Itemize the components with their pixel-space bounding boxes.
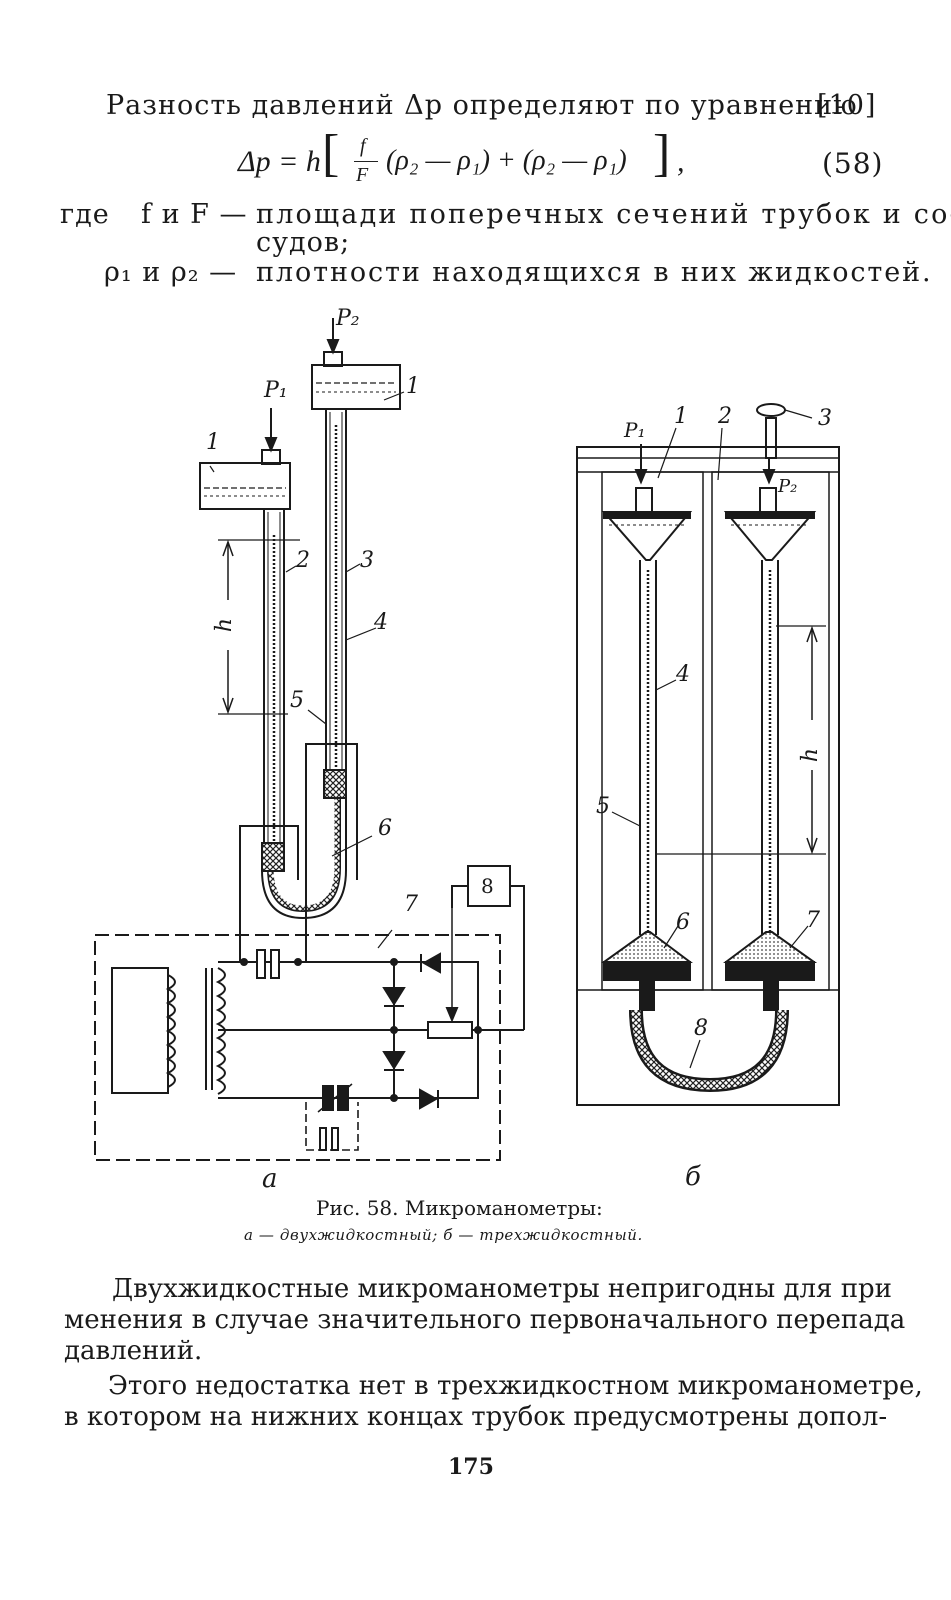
- vessel-right-a: [311, 364, 401, 410]
- paragraph-1-line-2: менения в случае значительного первонача…: [64, 1305, 906, 1335]
- paragraph-1-line-1: Двухжидкостные микроманометры непригодны…: [112, 1274, 892, 1304]
- eq-bracket-left: [: [322, 125, 340, 182]
- where-label: где: [60, 199, 110, 230]
- label-a-1-left: 1: [206, 430, 220, 455]
- label-a-p1: P₁: [264, 378, 288, 403]
- where-def1b: судов;: [256, 227, 351, 258]
- label-b-6: 6: [676, 910, 690, 935]
- label-b-2: 2: [718, 404, 732, 429]
- label-a-8: 8: [481, 874, 494, 898]
- eq-number: (58): [822, 147, 884, 180]
- figure-caption-sub: а — двухжидкостный; б — трехжидкостный.: [244, 1226, 643, 1244]
- label-b-5: 5: [596, 794, 610, 819]
- label-a-1-right: 1: [406, 374, 420, 399]
- where-sym1: f и F —: [141, 199, 248, 230]
- eq-frac-den: F: [356, 164, 369, 186]
- label-a-3: 3: [360, 548, 374, 573]
- label-b-4: 4: [676, 662, 690, 687]
- label-a-2: 2: [296, 548, 310, 573]
- vessel-left-a: [199, 462, 291, 510]
- label-b-p1: P₁: [624, 418, 646, 442]
- eq-comma: ,: [677, 145, 685, 178]
- label-a-h: h: [212, 617, 238, 633]
- diagram-b: [576, 403, 840, 1106]
- label-b-sub: б: [685, 1162, 701, 1192]
- label-a-7: 7: [404, 892, 418, 917]
- label-a-4: 4: [374, 610, 388, 635]
- page-number: 175: [448, 1454, 494, 1480]
- label-a-sub: а: [262, 1164, 278, 1194]
- label-b-8: 8: [694, 1016, 708, 1041]
- label-b-3: 3: [818, 406, 832, 431]
- label-a-6: 6: [378, 816, 392, 841]
- eq-frac-num: f: [360, 135, 366, 157]
- where-def1: площади поперечных сечений трубок и со-: [256, 199, 951, 230]
- eq-lhs: Δp = h: [238, 145, 321, 178]
- diagram-a: [94, 318, 525, 1161]
- intro-line: Разность давлений Δp определяют по уравн…: [106, 90, 858, 121]
- paragraph-2-line-2: в котором на нижних концах трубок предус…: [64, 1402, 888, 1432]
- label-a-p2: P₂: [336, 306, 360, 331]
- label-a-5: 5: [290, 688, 304, 713]
- paragraph-2-line-1: Этого недостатка нет в трехжидкостном ми…: [108, 1371, 923, 1401]
- label-b-p2: P₂: [778, 476, 798, 497]
- label-b-1: 1: [674, 404, 688, 429]
- label-b-h: h: [798, 747, 824, 763]
- label-b-7: 7: [806, 908, 820, 933]
- eq-terms: (ρ₂ — ρ₁) + (ρ₂ — ρ₁): [386, 145, 627, 176]
- reference: [10]: [817, 90, 877, 121]
- where-def2: плотности находящихся в них жидкостей.: [256, 257, 933, 288]
- figure-caption-title: Рис. 58. Микроманометры:: [316, 1196, 603, 1220]
- eq-frac-bar: [354, 161, 378, 162]
- where-sym2: ρ₁ и ρ₂ —: [104, 257, 238, 288]
- eq-bracket-right: ]: [653, 125, 671, 182]
- paragraph-1-line-3: давлений.: [64, 1336, 203, 1366]
